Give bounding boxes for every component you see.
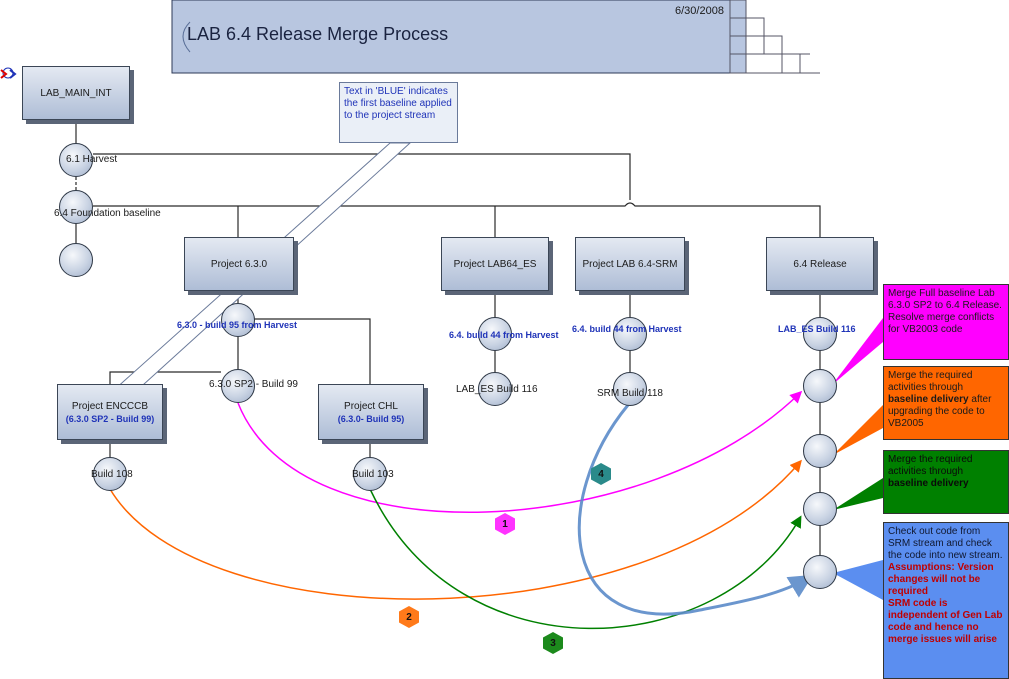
box-project-lab64-srm: Project LAB 6.4-SRM	[575, 237, 685, 291]
box-project-lab64-es: Project LAB64_ES	[441, 237, 549, 291]
merge-arrow-3	[369, 488, 802, 630]
node-srm-build118	[613, 372, 647, 406]
note-blue: Check out code from SRM stream and check…	[883, 522, 1009, 679]
node-release-merge-3	[803, 492, 837, 526]
step-marker-1: 1	[495, 513, 515, 535]
node-release-merge-4	[803, 555, 837, 589]
box-label: Project 6.3.0	[210, 258, 268, 270]
note-green: Merge the required activities through ba…	[883, 450, 1009, 514]
page-title: LAB 6.4 Release Merge Process	[187, 24, 449, 44]
box-release-64: 6.4 Release	[766, 237, 874, 291]
note-blue-assumptions: Assumptions: Version changes will not be…	[888, 562, 1003, 645]
note-orange-text: Merge the required activities through	[888, 370, 973, 393]
blue-text-legend: Text in 'BLUE' indicates the first basel…	[339, 82, 458, 143]
box-label: LAB_MAIN_INT	[40, 87, 112, 99]
note-pointer-green	[833, 478, 883, 510]
merge-arrow-4	[577, 404, 814, 616]
node-harvest	[59, 143, 93, 177]
header-banner	[171, 0, 820, 74]
blue-label-es-build44: 6.4. build 44 from Harvest	[449, 330, 559, 340]
note-orange-bold: baseline delivery	[888, 394, 969, 405]
node-main-next	[59, 243, 93, 277]
connector-lines	[75, 120, 821, 555]
note-magenta: Merge Full baseline Lab 6.3.0 SP2 to 6.4…	[883, 284, 1009, 360]
node-release-build116	[803, 317, 837, 351]
box-project-encccb: Project ENCCCB (6.3.0 SP2 - Build 99)	[57, 384, 163, 440]
note-pointer-blue	[833, 560, 883, 600]
blue-label-build95: 6.3.0 - build 95 from Harvest	[177, 320, 298, 330]
box-project-630: Project 6.3.0	[184, 237, 294, 291]
node-release-merge-1	[803, 369, 837, 403]
note-orange: Merge the required activities through ba…	[883, 366, 1009, 440]
box-label: Project LAB64_ES	[453, 258, 537, 270]
box-sublabel: (6.3.0- Build 95)	[337, 413, 405, 424]
node-630-sp2	[221, 369, 255, 403]
box-sublabel: (6.3.0 SP2 - Build 99)	[65, 413, 155, 424]
box-label: Project CHL	[344, 400, 398, 412]
step-marker-2: 2	[399, 606, 419, 628]
note-green-text: Merge the required activities through	[888, 454, 973, 477]
label-lab-es-build: LAB_ES Build 116	[456, 384, 538, 395]
connector-logo-icon	[0, 67, 17, 79]
label-sp2-build: 6.3.0 SP2 - Build 99	[209, 379, 298, 390]
note-blue-text: Check out code from SRM stream and check…	[888, 526, 1003, 561]
node-es-build44	[478, 317, 512, 351]
node-srm-build44	[613, 317, 647, 351]
header-date: 6/30/2008	[675, 5, 724, 17]
note-pointer-orange	[833, 405, 883, 455]
box-label: Project LAB 6.4-SRM	[582, 258, 678, 270]
box-lab-main-int: LAB_MAIN_INT	[22, 66, 130, 120]
step-marker-3: 3	[543, 632, 563, 654]
note-orange-text-end: after upgrading the code to VB2005	[888, 394, 992, 429]
label-build-103: Build 103	[352, 469, 394, 480]
node-build-103	[353, 457, 387, 491]
label-harvest: 6.1 Harvest	[66, 154, 118, 165]
note-pointer-magenta	[832, 318, 883, 385]
node-build-108	[93, 457, 127, 491]
merge-arrow-1	[237, 390, 803, 513]
box-label: Project ENCCCB	[71, 400, 149, 412]
step-marker-4: 4	[591, 463, 611, 485]
box-label: 6.4 Release	[793, 258, 847, 270]
node-release-merge-2	[803, 434, 837, 468]
node-630-build95	[221, 303, 255, 337]
node-foundation	[59, 190, 93, 224]
label-srm-build: SRM Build 118	[597, 388, 663, 399]
label-build-108: Build 108	[91, 469, 133, 480]
blue-label-srm-build44: 6.4. build 44 from Harvest	[572, 324, 682, 334]
box-project-chl: Project CHL (6.3.0- Build 95)	[318, 384, 424, 440]
note-green-bold: baseline delivery	[888, 478, 969, 489]
blue-label-release-build116: LAB_ES Build 116	[778, 324, 856, 334]
node-es-build116	[478, 372, 512, 406]
label-foundation: 6.4 Foundation baseline	[54, 208, 161, 219]
merge-arrow-2	[109, 459, 802, 600]
